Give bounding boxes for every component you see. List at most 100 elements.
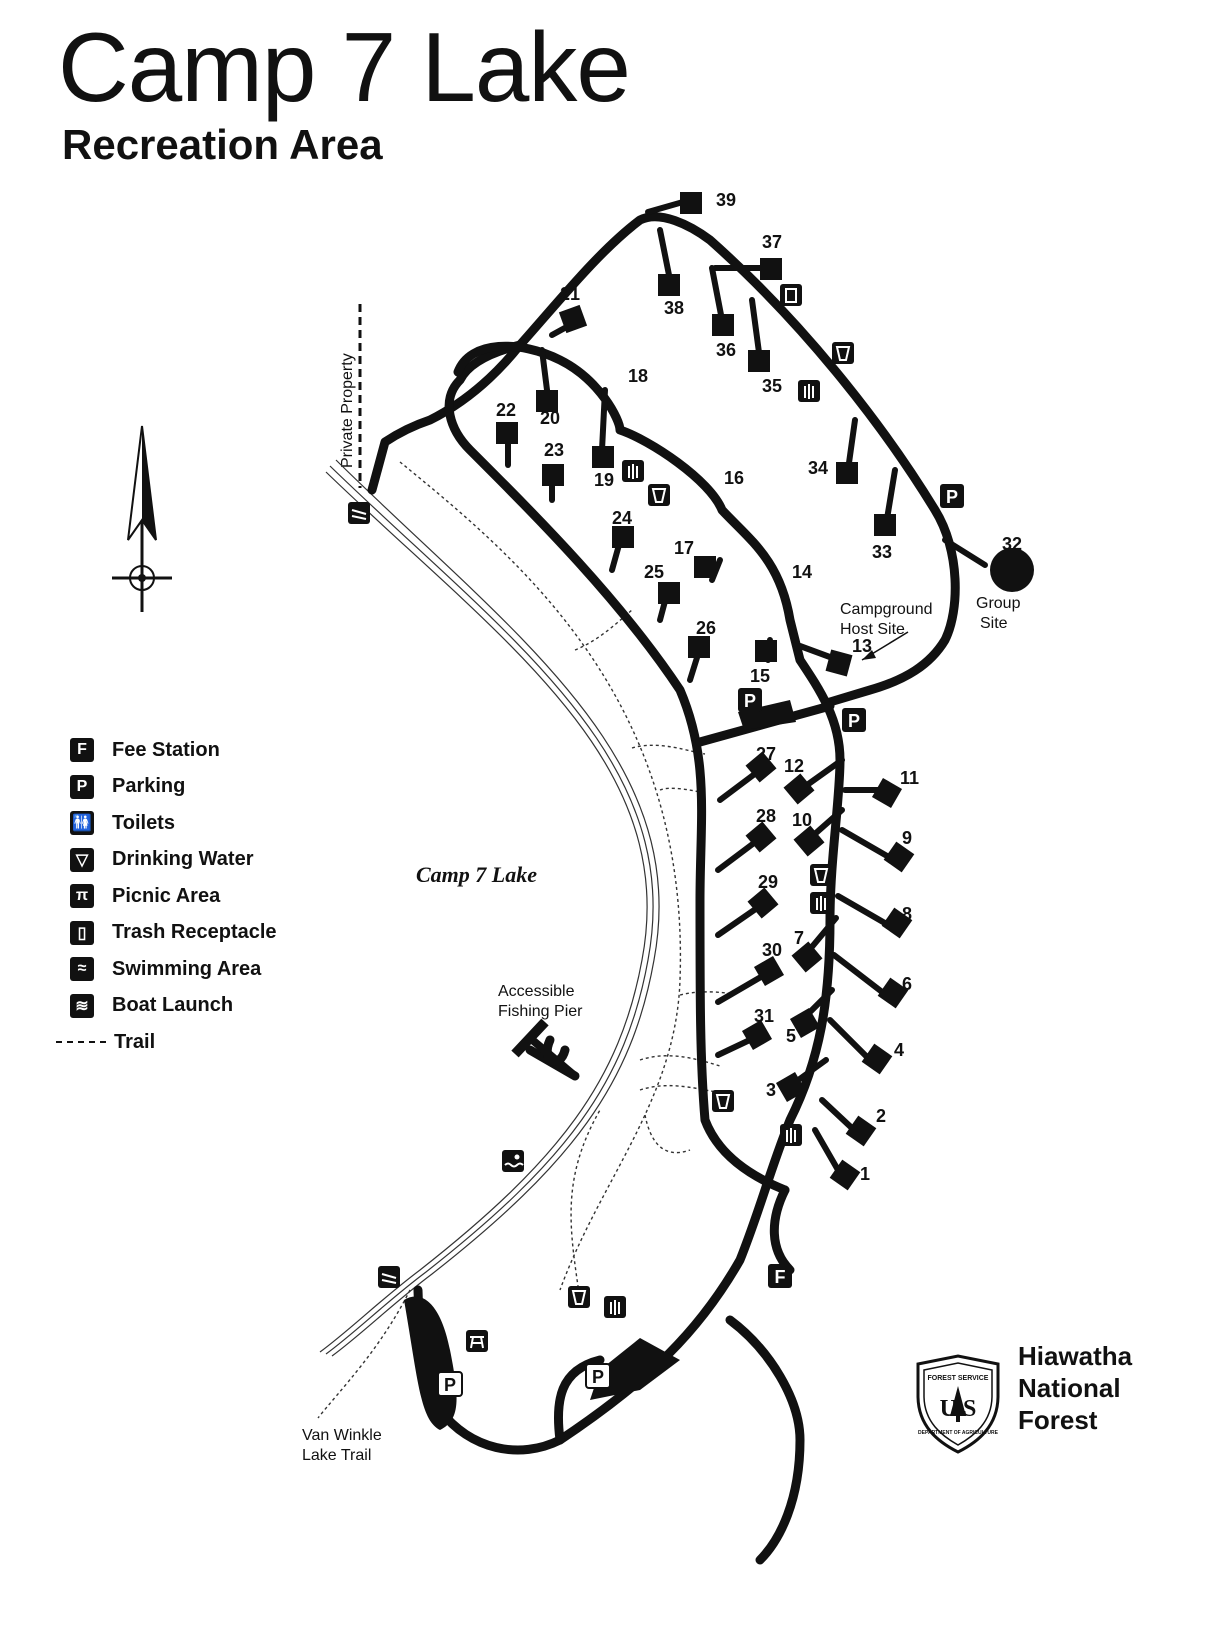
parking-icon: P [585,1363,611,1389]
legend-label: Fee Station [112,738,220,761]
drinking-water-icon [832,342,854,364]
svg-text:FOREST SERVICE: FOREST SERVICE [928,1375,989,1382]
site-number: 15 [750,666,770,686]
toilets-icon [780,1124,802,1146]
drinking-water-icon [568,1286,590,1308]
site-number: 7 [794,928,804,948]
parking-icon: P [738,688,762,712]
svg-text:P: P [946,487,958,507]
boat-launch-icon: ≋ [70,993,94,1018]
campsite-25 [658,582,680,604]
site-number: 30 [762,940,782,960]
legend-item: F Fee Station [70,732,277,769]
campsite-34 [836,462,858,484]
site-number: 5 [786,1026,796,1046]
site-number: 10 [792,810,812,830]
campsite-13 [825,649,853,677]
campsite-8 [881,907,913,939]
site-number: 6 [902,974,912,994]
site-number: 1 [860,1164,870,1184]
campsite-12 [783,773,815,805]
site-number: 27 [756,744,776,764]
host-site-label: Campground [840,601,933,618]
site-number: 22 [496,400,516,420]
svg-text:DEPARTMENT OF AGRICULTURE: DEPARTMENT OF AGRICULTURE [918,1430,999,1436]
drinking-water-icon [712,1090,734,1112]
group-site-32 [990,548,1034,592]
campsite-22 [496,422,518,444]
svg-text:P: P [848,711,860,731]
toilets-icon: 🚻 [70,811,94,836]
campsites [496,192,1034,1191]
svg-text:P: P [592,1367,604,1387]
site-number: 34 [808,458,828,478]
site-number: 21 [560,284,580,304]
swimming-area-icon [502,1150,524,1172]
campsite-38 [658,274,680,296]
site-number: 14 [792,562,812,582]
site-number: 19 [594,470,614,490]
picnic-area-icon [466,1330,488,1352]
site-number: 8 [902,904,912,924]
van-winkle-trail-label-2: Lake Trail [302,1447,371,1464]
trail-network [317,461,736,1419]
toilets-icon [604,1296,626,1318]
legend-label: Parking [112,775,186,798]
agency-name-line3: Forest [1018,1405,1098,1435]
legend-label: Swimming Area [112,957,262,980]
campsite-26 [688,636,710,658]
campsite-21 [558,304,588,334]
legend-item: ▽ Drinking Water [70,842,277,879]
campsite-2 [845,1115,877,1147]
map-icons: P P P P P F [348,284,964,1397]
group-site-label: Group [976,595,1021,612]
toilets-icon [810,892,832,914]
swimming-area-icon: ≈ [70,957,94,982]
site-number: 23 [544,440,564,460]
legend-label: Trash Receptacle [112,921,277,944]
campsite-17 [694,556,716,578]
campsite-30 [753,955,785,987]
private-property-label: Private Property [339,353,356,468]
campsite-9 [883,841,915,873]
fishing-pier-label-2: Fishing Pier [498,1003,583,1020]
parking-icon: P [70,774,94,799]
picnic-area-icon: π [70,884,94,909]
agency-name-line1: Hiawatha [1018,1341,1133,1371]
site-number: 36 [716,340,736,360]
parking-icon: P [940,484,964,508]
campsite-28 [745,821,777,853]
svg-text:F: F [775,1267,786,1287]
site-number: 39 [716,190,736,210]
lake-name: Camp 7 Lake [416,862,537,887]
parking-icon: P [842,708,866,732]
legend-item: ≈ Swimming Area [70,951,277,988]
legend-item: ▯Trash Receptacle [70,915,277,952]
legend-label: Picnic Area [112,884,221,907]
map-subtitle: Recreation Area [62,121,383,168]
campsite-23 [542,464,564,486]
site-number: 3 [766,1080,776,1100]
trash-receptacle-icon [780,284,802,306]
site-number: 13 [852,636,872,656]
fee-station-icon: F [70,738,94,763]
site-number: 25 [644,562,664,582]
site-number: 31 [754,1006,774,1026]
boat-launch-icon [348,502,370,524]
legend-label: Boat Launch [112,994,234,1017]
boat-launch-icon [378,1266,400,1288]
site-number: 37 [762,232,782,252]
site-number: 35 [762,376,782,396]
svg-text:P: P [444,1375,456,1395]
agency-name-line2: National [1018,1373,1121,1403]
legend-label: Drinking Water [112,848,254,871]
drinking-water-icon: ▽ [70,847,94,872]
campsite-11 [871,777,903,809]
campsite-3 [775,1071,807,1103]
site-number: 9 [902,828,912,848]
campsite-27 [745,751,777,783]
site-number: 28 [756,806,776,826]
site-number: 16 [724,468,744,488]
